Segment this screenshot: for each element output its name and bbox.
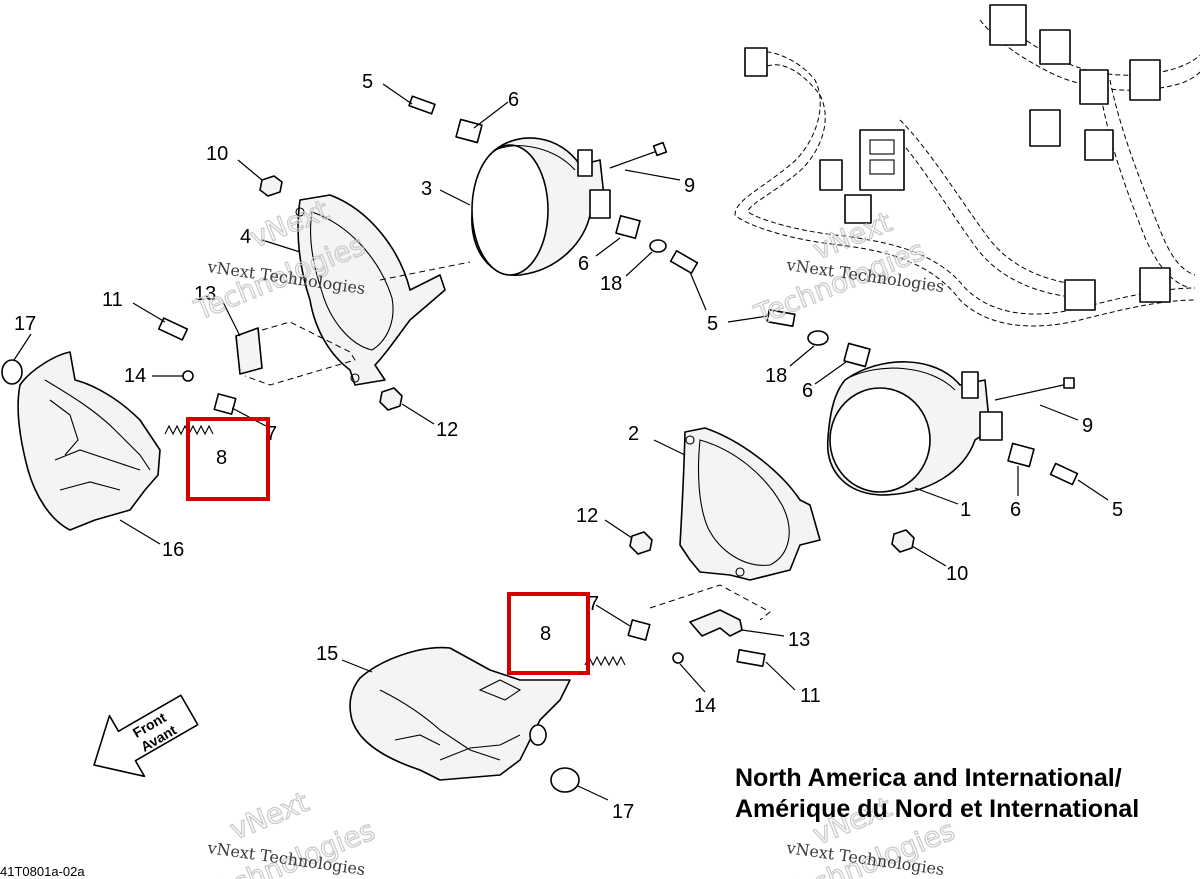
callout-17: 17 [612,801,634,823]
callout-2: 2 [628,423,639,445]
region-label-line1: North America and International/ [735,764,1122,792]
highlight-box-lower [507,592,590,675]
leader-lines [13,83,1109,801]
callout-4: 4 [240,226,251,248]
callout-6: 6 [578,253,589,275]
svg-text:vNext: vNext [225,785,313,846]
callout-6: 6 [1010,499,1021,521]
headlight-1 [826,361,1003,496]
callout-1: 1 [960,499,971,521]
callout-8: 8 [540,623,551,645]
callout-7: 7 [266,423,277,445]
callout-16: 16 [162,539,184,561]
callout-6: 6 [802,380,813,402]
region-label-line2: Amérique du Nord et International [735,795,1139,823]
lower-headlight-assembly [584,309,1079,667]
callout-14: 14 [694,695,716,717]
upper-headlight-assembly [157,95,699,436]
callout-7: 7 [588,593,599,615]
callout-11: 11 [800,685,821,707]
figure-code: 41T0801a-02a [0,864,85,879]
callout-9: 9 [1082,415,1093,437]
callout-12: 12 [436,419,458,441]
bracket-4 [297,194,446,386]
callout-5: 5 [707,313,718,335]
highlight-box-upper [186,417,270,501]
callout-3: 3 [421,178,432,200]
callout-11: 11 [102,289,123,311]
callout-5: 5 [1112,499,1123,521]
callout-5: 5 [362,71,373,93]
wiring-harness [734,4,1200,327]
callout-9: 9 [684,175,695,197]
bracket-2 [679,427,821,581]
callout-12: 12 [576,505,598,527]
callout-14: 14 [124,365,146,387]
callout-10: 10 [946,563,968,585]
callout-15: 15 [316,643,338,665]
callout-6: 6 [508,89,519,111]
callout-13: 13 [788,629,810,651]
cover-16 [1,351,161,531]
callout-8: 8 [216,447,227,469]
callout-17: 17 [14,313,36,335]
callout-numbers: 5 6 3 10 4 13 11 17 14 7 8 12 16 9 6 18 … [14,71,1123,823]
callout-18: 18 [600,273,622,295]
callout-13: 13 [194,283,216,305]
cover-15 [349,646,580,793]
front-direction-arrow: Front Avant [93,694,199,778]
headlight-3 [471,137,611,276]
callout-10: 10 [206,143,228,165]
callout-18: 18 [765,365,787,387]
